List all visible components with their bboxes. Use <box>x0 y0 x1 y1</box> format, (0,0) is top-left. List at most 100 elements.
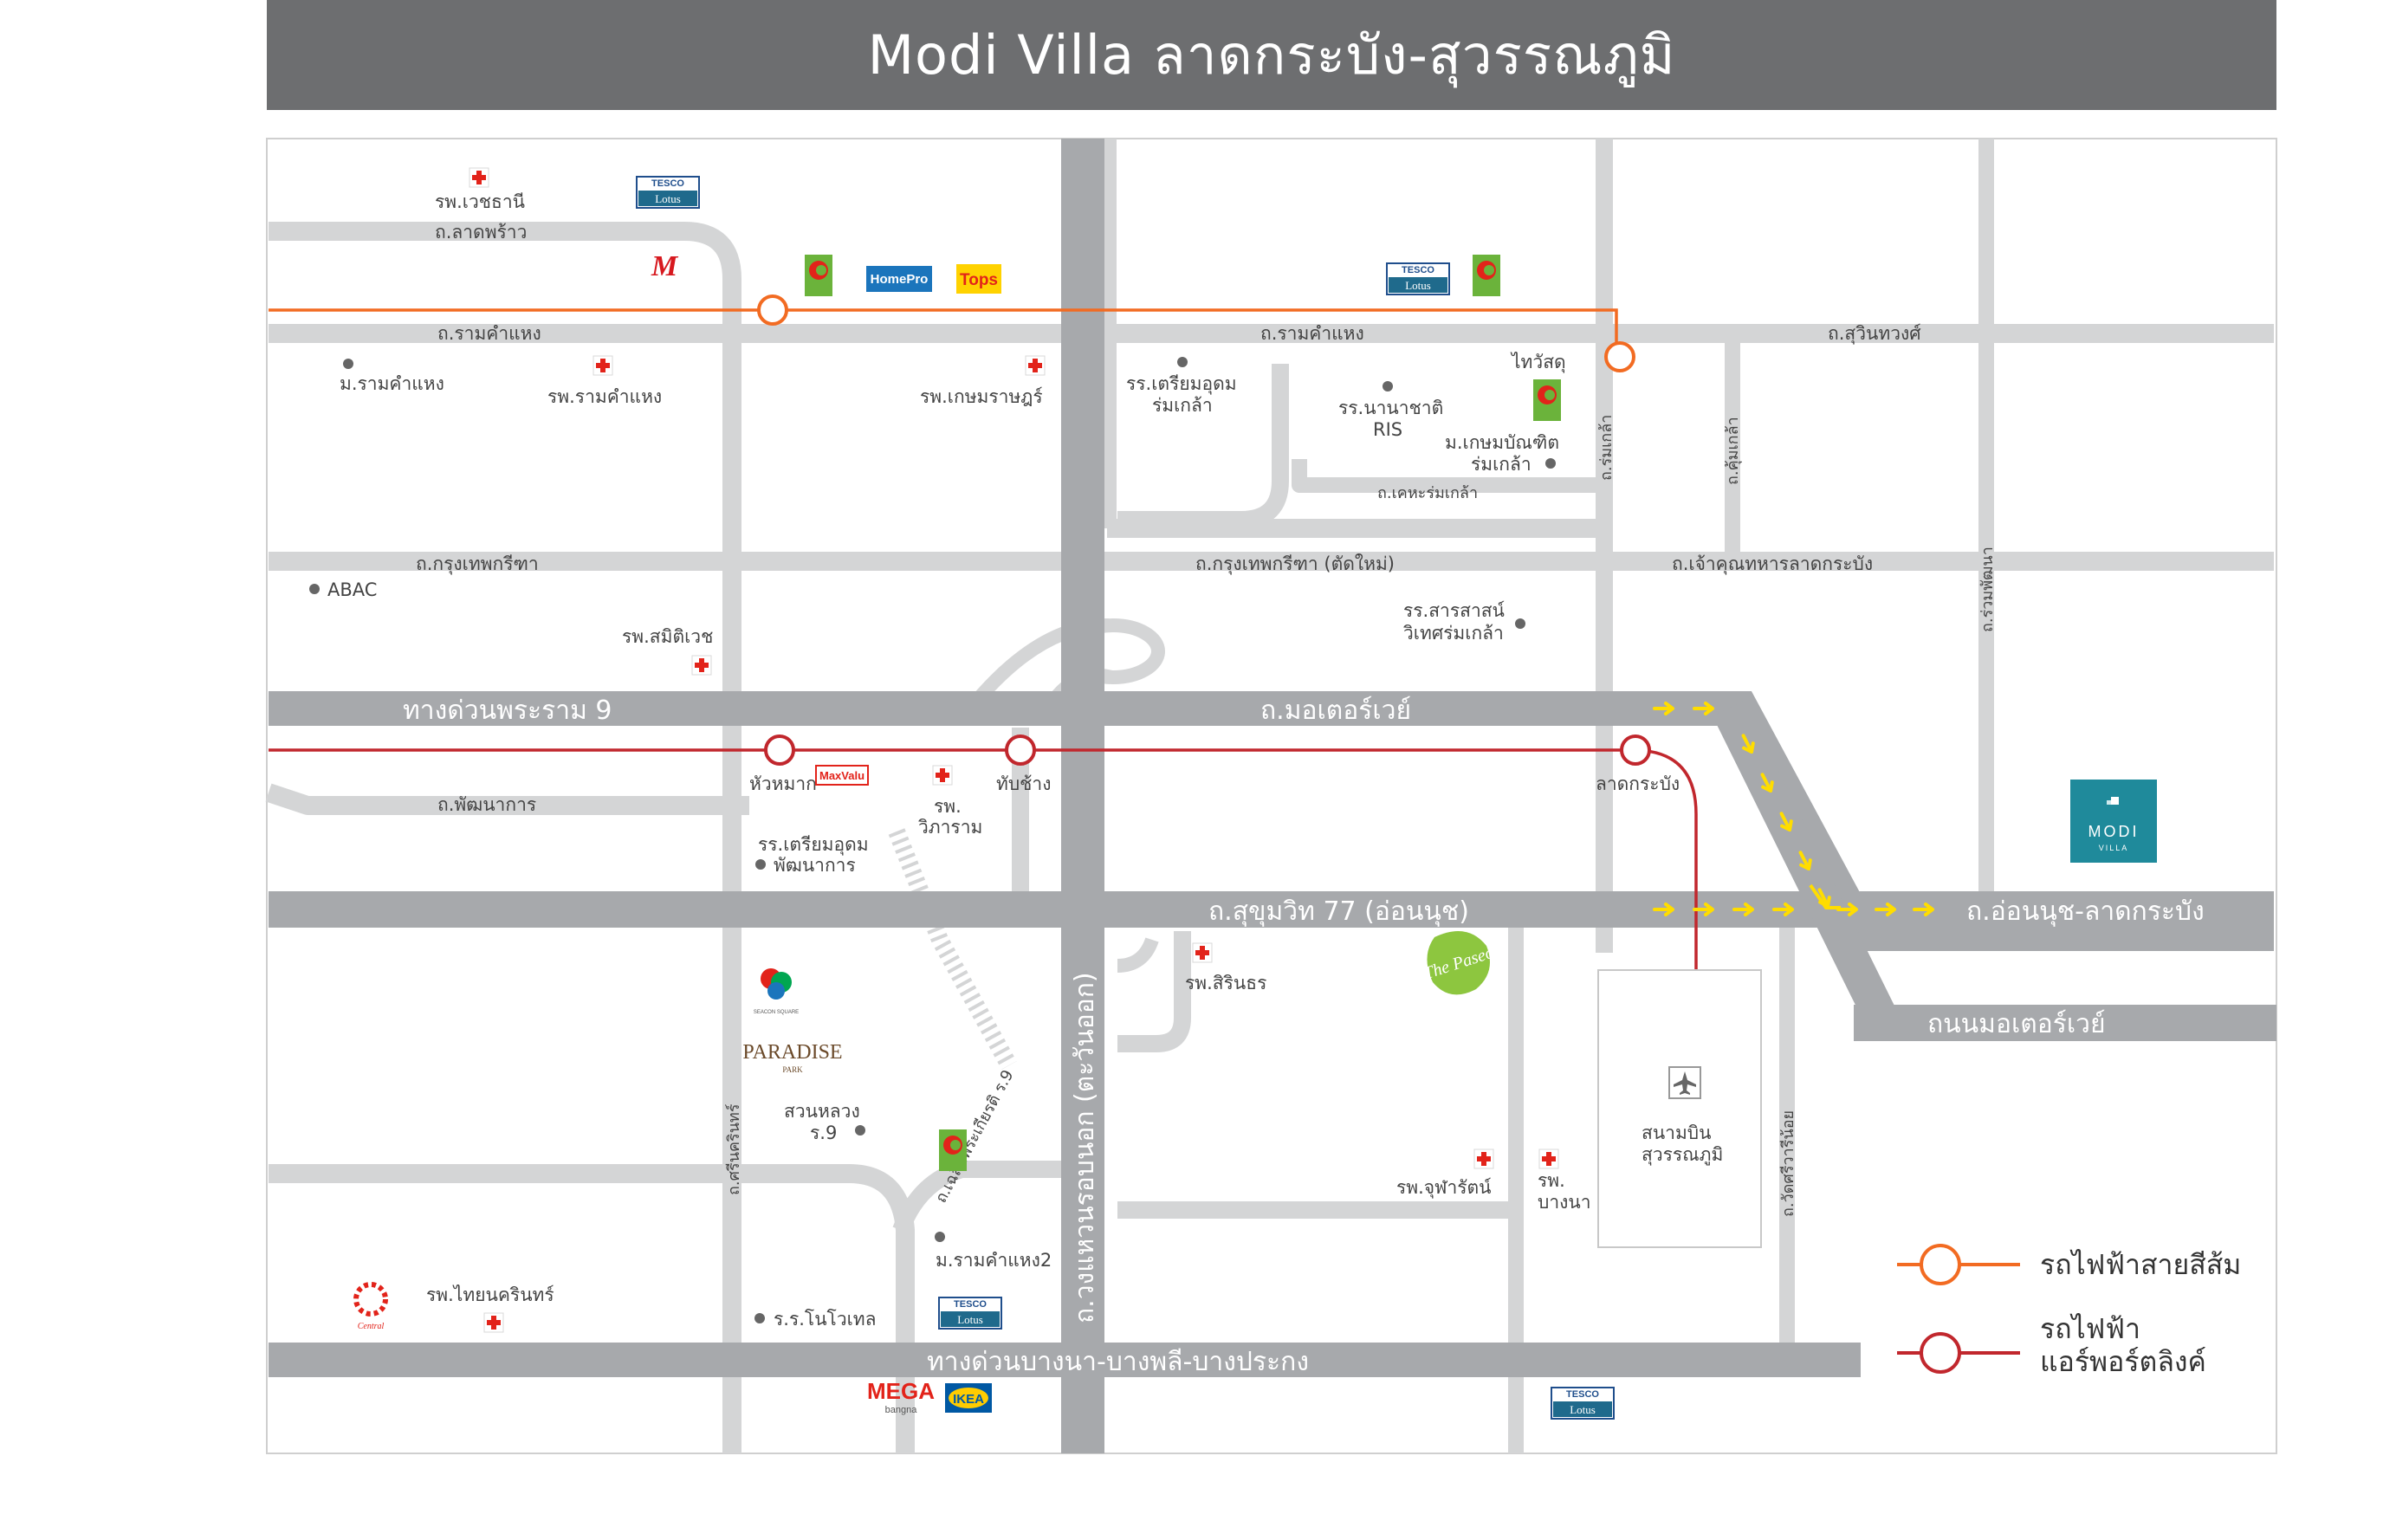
road-label: ถ.ร่มเกล้า <box>1597 415 1616 481</box>
place-label: สุวรรณภูมิ <box>1642 1144 1723 1166</box>
big-c-logo <box>1533 379 1561 421</box>
place-label: รร.เตรียมอุดม <box>758 834 869 856</box>
place-dot-icon <box>1177 357 1188 367</box>
place-label: รพ.เกษมราษฎร์ <box>920 386 1043 407</box>
place-label: ABAC <box>327 579 377 600</box>
station-circle-icon <box>757 294 788 326</box>
road-label: ถ.คุ้มเกล้า <box>1724 417 1742 485</box>
place-label: ร.ร.โนโวเทล <box>774 1309 877 1330</box>
road-label: ถ.มอเตอร์เวย์ <box>1260 696 1411 726</box>
seacon-square-logo: SEACON SQUARE <box>754 968 799 1015</box>
hospital-cross-icon <box>932 765 953 786</box>
place-label: รพ.ไทยนครินทร์ <box>426 1284 554 1305</box>
tesco-lotus-logo: TESCO Lotus <box>1386 262 1450 295</box>
road-label: ถ.สุวินทวงศ์ <box>1828 323 1921 345</box>
place-dot-icon <box>1383 381 1393 391</box>
tops-logo: Tops <box>956 264 1001 294</box>
station-circle-icon <box>1920 1332 1961 1374</box>
svg-text:Lotus: Lotus <box>1570 1403 1596 1416</box>
place-dot-icon <box>935 1232 945 1242</box>
road-label: ถ.พัฒนาการ <box>437 794 536 815</box>
place-label: รพ. <box>1538 1170 1565 1191</box>
place-label: รพ.เวชธานี <box>435 191 525 212</box>
direction-arrow-icon <box>1809 883 1841 909</box>
svg-text:Central: Central <box>358 1322 385 1331</box>
paseo-logo: The Paseo <box>1421 930 1496 995</box>
place-dot-icon <box>1515 618 1525 629</box>
hospital-cross-icon <box>483 1312 504 1333</box>
place-dot-icon <box>855 1125 865 1136</box>
hospital-cross-icon <box>1538 1149 1559 1169</box>
paradise-park-logo: PARADISE PARK <box>742 1041 842 1074</box>
map-title-bar: Modi Villa ลาดกระบัง-สุวรรณภูมิ <box>267 0 2276 110</box>
svg-text:TESCO: TESCO <box>954 1299 987 1310</box>
svg-text:HomePro: HomePro <box>871 272 929 287</box>
legend-red-label-2: แอร์พอร์ตลิงค์ <box>2040 1345 2206 1378</box>
place-label: ร่มเกล้า <box>1471 454 1531 475</box>
place-label: รร.นานาชาติ <box>1338 398 1443 418</box>
place-label: รร.สารสาสน์ <box>1403 600 1505 621</box>
road-label: ถ.วัดศรีวารีน้อย <box>1779 1110 1797 1217</box>
map-title: Modi Villa ลาดกระบัง-สุวรรณภูมิ <box>867 23 1676 87</box>
place-dot-icon <box>755 859 766 870</box>
the-mall-logo: M <box>651 250 679 282</box>
place-label: รร.เตรียมอุดม <box>1126 373 1237 395</box>
place-dot-icon <box>309 584 320 594</box>
place-label: ม.รามคำแหง <box>340 373 444 394</box>
mega-bangna-logo: MEGA bangna <box>867 1378 935 1415</box>
thanon-motorway-road <box>1854 1005 2276 1041</box>
svg-text:MEGA: MEGA <box>867 1378 935 1404</box>
svg-text:TESCO: TESCO <box>1402 265 1434 275</box>
airport-plane-icon <box>1668 1066 1701 1099</box>
road-label: ถ.สุขุมวิท 77 (อ่อนนุช) <box>1208 896 1469 928</box>
tesco-lotus-logo: TESCO Lotus <box>938 1297 1002 1330</box>
big-c-extra-logo <box>805 255 832 296</box>
road-label: ถ.วงแหวนรอบนอก (ตะวันออก) <box>1070 972 1100 1323</box>
svg-text:Lotus: Lotus <box>1405 279 1431 292</box>
station-circle-icon <box>1604 341 1635 372</box>
hospital-cross-icon <box>691 655 712 676</box>
svg-text:PARADISE: PARADISE <box>742 1041 842 1064</box>
svg-text:Lotus: Lotus <box>655 192 681 205</box>
central-logo: Central <box>353 1282 388 1331</box>
svg-text:M: M <box>651 250 679 282</box>
road-label: ถ.ศรีนครินทร์ <box>725 1103 743 1195</box>
svg-text:MODI: MODI <box>2088 823 2140 840</box>
place-label: ไทวัสดุ <box>1510 352 1566 373</box>
direction-arrows <box>1653 702 1934 916</box>
hospital-cross-icon <box>1473 1149 1494 1169</box>
svg-text:bangna: bangna <box>885 1405 918 1415</box>
road-label: ถ.อ่อนนุช-ลาดกระบัง <box>1966 896 2205 928</box>
station-label: ทับช้าง <box>996 773 1051 794</box>
place-label: รพ.สิรินธร <box>1185 973 1266 993</box>
maxvalu-logo: MaxValu <box>815 765 869 786</box>
big-c-logo <box>1473 255 1500 296</box>
svg-text:TESCO: TESCO <box>651 178 684 189</box>
road-label: ถ.ลาดพร้าว <box>435 222 527 243</box>
brand-logos: TESCO Lotus TESCO Lotus TESCO Lotus TESC… <box>353 176 2157 1420</box>
road-label: ถ.รามคำแหง <box>437 323 541 344</box>
modi-villa-logo: MODI VILLA <box>2070 780 2157 863</box>
place-label: ร.9 <box>810 1123 837 1143</box>
place-label: พัฒนาการ <box>774 855 856 876</box>
place-label: รพ.รามคำแหง <box>547 386 662 407</box>
svg-text:PARK: PARK <box>782 1065 803 1074</box>
hospital-cross-icon <box>1025 355 1046 376</box>
airport-area <box>1597 969 1762 1248</box>
places: รพ.เวชธานี ม.รามคำแหง รพ.รามคำแหง รพ.เกษ… <box>309 167 1723 1333</box>
svg-text:MaxValu: MaxValu <box>819 769 865 782</box>
station-circle-icon <box>1620 734 1651 766</box>
orange-line <box>269 308 1618 357</box>
road-label: ถนนมอเตอร์เวย์ <box>1927 1009 2106 1039</box>
big-c-extra-logo <box>939 1129 967 1171</box>
legend-orange-label: รถไฟฟ้าสายสีส้ม <box>2040 1248 2241 1281</box>
place-label: ร่มเกล้า <box>1152 395 1213 416</box>
road-label: ถ.กรุงเทพกรีฑา (ตัดใหม่) <box>1195 553 1395 575</box>
station-label: หัวหมาก <box>749 773 817 794</box>
svg-text:IKEA: IKEA <box>953 1392 984 1407</box>
road-label: ทางด่วนพระราม 9 <box>403 696 612 726</box>
svg-text:SEACON SQUARE: SEACON SQUARE <box>754 1010 799 1015</box>
station-label: ลาดกระบัง <box>1596 773 1680 794</box>
minor-roads <box>265 139 2274 1453</box>
